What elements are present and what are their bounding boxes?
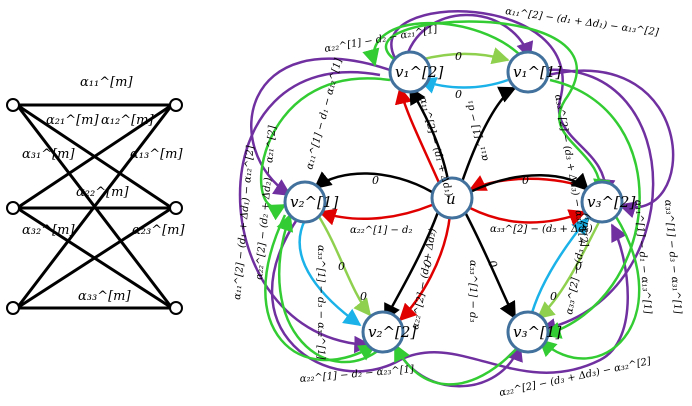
- edge-a21: [16, 103, 173, 210]
- label-a12: α₁₂^[m]: [101, 113, 154, 128]
- label-zero-vl2: 0: [360, 290, 367, 303]
- label-a21: α₂₁^[m]: [46, 113, 99, 128]
- label-a11: α₁₁^[m]: [80, 75, 133, 90]
- right-node-2: [169, 201, 183, 215]
- label-top-purple: α₁₁^[2] − (d₁ + Δd₁) − α₁₃^[2]: [505, 6, 660, 38]
- node-v2-1-label: v₂^[1]: [290, 193, 338, 211]
- label-zero-top1: 0: [455, 50, 462, 63]
- node-v2-1: v₂^[1]: [283, 180, 338, 224]
- edge-a31: [15, 104, 174, 309]
- label-left-green: α₂₂^[2] − (d₂ + Δd₂) − α₂₁^[2]: [254, 125, 278, 280]
- label-u-v2-red2: α₂₂^[2] − (d₂ + Δd₂): [410, 227, 439, 330]
- edge-v12-v11-lgreen: [419, 47, 510, 65]
- label-a23: α₂₃^[m]: [132, 223, 185, 238]
- edge-v32-v31-lgreen: [536, 219, 602, 320]
- edge-u-v12-red: [394, 86, 442, 186]
- bipartite-graph: [15, 103, 174, 310]
- label-left-blue: α₃₃^[1] − d₃ − α₃₂^[1]: [315, 245, 326, 360]
- node-v1-2-label: v₁^[2]: [395, 63, 443, 81]
- edge-green-right: [543, 78, 641, 339]
- node-v3-2: v₃^[2]: [580, 180, 635, 224]
- edge-u-v21-black: [313, 171, 433, 194]
- edge-purple-top: [403, 13, 534, 63]
- edge-green-right-2: [538, 214, 641, 360]
- node-v1-2: v₁^[2]: [388, 50, 443, 94]
- label-bottom-green: α₂₂^[1] − d₂ − α₂₃^[1]: [299, 364, 414, 385]
- node-v2-2-label: v₂^[2]: [368, 323, 416, 341]
- label-a33: α₃₃^[m]: [78, 289, 131, 304]
- label-zero-top2: 0: [455, 88, 462, 101]
- edge-green-bottom: [393, 343, 521, 386]
- right-node-3: [169, 301, 183, 315]
- edge-u-v32-black: [469, 172, 590, 194]
- edge-v21-v22-lgreen: [316, 214, 372, 317]
- edge-green-bottom-2: [276, 213, 386, 364]
- bipartite-nodes: [6, 98, 183, 315]
- label-u-v2-red: α₂₂^[1] − d₂: [350, 225, 412, 236]
- edge-purple-left-outer: [238, 71, 381, 354]
- label-a32: α₃₂^[m]: [22, 223, 75, 238]
- node-v3-1: v₃^[1]: [506, 310, 561, 354]
- edge-v11-v12-blue: [418, 77, 509, 94]
- left-node-2: [6, 201, 20, 215]
- edge-green-top-2: [362, 21, 526, 67]
- label-a22: α₂₂^[m]: [76, 185, 129, 200]
- edge-green-left-2: [264, 214, 377, 362]
- node-u-label: u: [446, 190, 456, 208]
- label-u-v3-black: α₃₃^[1] − d₃: [467, 260, 478, 322]
- edge-purple-bottom-outer: [270, 214, 629, 374]
- label-bottom-purple: α₂₂^[2] − (d₃ + Δd₃) − α₃₂^[2]: [498, 356, 652, 399]
- edge-purple-left: [250, 57, 391, 197]
- left-node-1: [6, 98, 20, 112]
- node-u: u: [430, 176, 474, 220]
- label-zero-left: 0: [372, 174, 379, 187]
- label-zero-ubr: 0: [485, 259, 500, 270]
- edge-purple-right-outer: [547, 69, 675, 219]
- label-zero-ub: 0: [421, 258, 436, 269]
- label-zero-vl1: 0: [338, 260, 345, 273]
- bipartite-labels: α₁₁^[m] α₂₁^[m] α₁₂^[m] α₃₁^[m] α₁₃^[m] …: [22, 75, 185, 304]
- label-u-v3-red: α₃₃^[2] − (d₃ + Δd₃): [490, 224, 593, 235]
- edge-v22-v21-blue: [298, 219, 362, 327]
- label-top-green: α₂₂^[1] − d₂ − α₂₁^[1]: [324, 24, 439, 55]
- edge-u-v11-black: [460, 86, 517, 183]
- edge-green-left: [259, 77, 391, 221]
- label-zero-right: 0: [522, 174, 529, 187]
- green-edges: [259, 20, 641, 386]
- edge-u-v32-red: [469, 206, 587, 226]
- label-a13: α₁₃^[m]: [130, 147, 183, 162]
- label-right-purple: α₃₃^[1] − d₃ − α₃₁^[1]: [662, 199, 683, 314]
- edge-purple-top-outer: [390, 10, 616, 197]
- edge-u-v21-red: [318, 203, 433, 226]
- node-v1-1-label: v₁^[1]: [513, 63, 561, 81]
- node-v1-1: v₁^[1]: [506, 50, 561, 94]
- edge-u-v31-black: [463, 211, 517, 320]
- label-left-purple: α₁₁^[2] − (d₁ + Δd₁) − α₁₂^[2]: [232, 145, 256, 300]
- label-a31: α₃₁^[m]: [22, 147, 75, 162]
- right-node-1: [169, 98, 183, 112]
- edge-a32: [16, 206, 173, 310]
- label-u-v1-black: α₁₁^[1] − d₁: [464, 99, 491, 162]
- edge-green-top: [384, 20, 611, 197]
- node-v3-1-label: v₃^[1]: [513, 323, 561, 341]
- node-v2-2: v₂^[2]: [361, 310, 416, 354]
- node-v3-2-label: v₃^[2]: [587, 193, 635, 211]
- label-zero-vr1: 0: [575, 260, 582, 273]
- edge-u-v22-red: [398, 214, 452, 322]
- edge-u-v12-black: [408, 86, 450, 181]
- label-zero-vr2: 0: [550, 290, 557, 303]
- left-node-3: [6, 301, 20, 315]
- graph-nodes: u v₁^[2] v₁^[1] v₂^[1] v₃^[2] v₂^[2] v₃^…: [283, 50, 635, 354]
